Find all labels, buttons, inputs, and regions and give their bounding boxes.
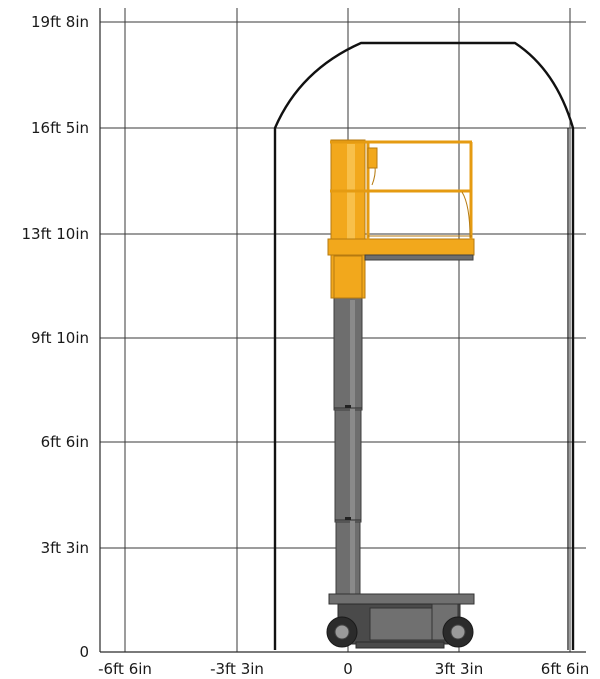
deck-underside [364,254,474,261]
carriage-highlight [347,144,355,294]
working-envelope [273,41,575,650]
carriage-lower-block [333,255,363,299]
front-wheel-hub [334,624,350,640]
x-tick-label: -3ft 3in [210,660,264,678]
envelope-outline [273,41,575,650]
platform-deck [327,238,475,256]
x-tick-label: 6ft 6in [541,660,589,678]
y-tick-label: 16ft 5in [31,119,89,137]
platform [327,139,475,299]
chassis-panel [369,607,433,641]
y-tick-label: 9ft 10in [31,329,89,347]
mast-highlight [350,300,355,596]
mast-section-middle [334,407,362,523]
grid [99,8,586,653]
mast-bolt [345,405,351,408]
x-tick-label: 3ft 3in [435,660,483,678]
mast-section-upper [333,297,363,411]
x-tick-label: -6ft 6in [98,660,152,678]
x-tick-label: 0 [343,660,353,678]
rear-wheel-hub [450,624,466,640]
y-tick-label: 0 [79,643,89,661]
chassis-skid [355,641,445,649]
gate-curve [461,191,471,239]
mast [333,297,363,599]
y-tick-label: 13ft 10in [21,225,89,243]
control-box [367,147,378,169]
y-tick-label: 3ft 3in [41,539,89,557]
y-tick-labels: 19ft 8in 16ft 5in 13ft 10in 9ft 10in 6ft… [21,13,89,661]
mast-section-lower [335,519,361,599]
y-tick-label: 6ft 6in [41,433,89,451]
base-chassis [326,593,475,649]
chassis-top [328,593,475,605]
mast-bolt [345,517,351,520]
y-tick-label: 19ft 8in [31,13,89,31]
x-tick-labels: -6ft 6in -3ft 3in 0 3ft 3in 6ft 6in [98,660,589,678]
